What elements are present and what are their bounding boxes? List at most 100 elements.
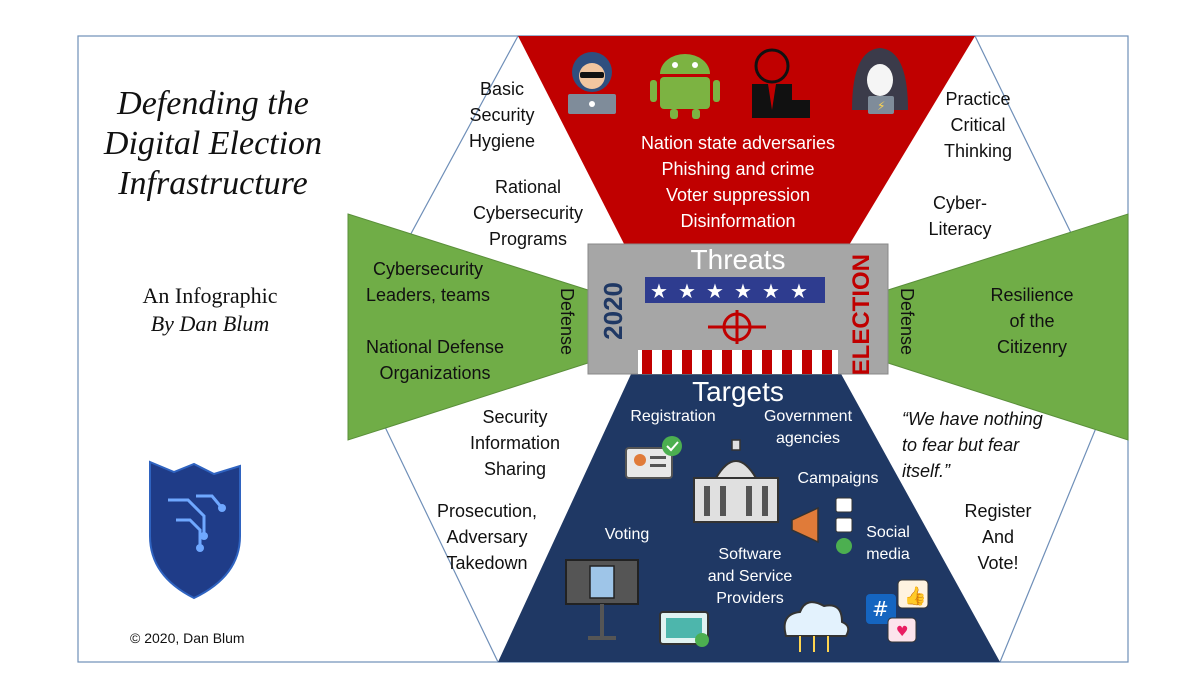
right-defense-label: Defense [897, 288, 917, 356]
social-media-icon: # 👍 ♥ [866, 579, 929, 643]
text-line: Sharing [483, 459, 547, 479]
title-line: Infrastructure [118, 165, 308, 202]
hacker-laptop-icon [568, 52, 616, 114]
text-line: Register [964, 501, 1032, 521]
subtitle: An Infographic [142, 283, 278, 308]
star-icon: ★ [790, 279, 808, 303]
svg-text:#: # [872, 597, 889, 621]
text-line: Adversary [446, 527, 528, 547]
copyright: © 2020, Dan Blum [130, 630, 245, 646]
flag-star-bar [645, 277, 825, 303]
threat-item: Disinformation [680, 211, 796, 231]
threat-item: Nation state adversaries [640, 133, 836, 153]
text-line: Security [469, 105, 535, 125]
right-quote: “We have nothing to fear but fear itself… [902, 406, 1082, 484]
voting-booth-icon [565, 559, 639, 640]
android-icon [650, 54, 720, 119]
left-hygiene: Basic Security Hygiene [452, 76, 552, 154]
shield-logo-icon [149, 460, 241, 600]
threats-heading: Threats [690, 244, 786, 275]
text-line: National Defense [365, 337, 505, 357]
text-line: And [981, 527, 1015, 547]
text-line: Cyber- [932, 193, 987, 213]
text-line: Providers [716, 590, 784, 607]
text-line: Security [482, 407, 548, 427]
megaphone-icon [791, 497, 853, 554]
cloud-network-icon [783, 601, 850, 652]
star-icon: ★ [762, 279, 780, 303]
text-line: Critical [950, 115, 1006, 135]
right-literacy: Cyber- Literacy [910, 190, 1010, 242]
text-line: Prosecution, [436, 501, 538, 521]
byline: By Dan Blum [150, 311, 270, 336]
target-social: Social media [856, 522, 920, 566]
right-register: Register And Vote! [948, 498, 1048, 576]
anonymous-hacker-icon: ⚡ [852, 48, 908, 114]
text-line: Leaders, teams [365, 285, 491, 305]
threat-item: Phishing and crime [661, 159, 815, 179]
text-line: and Service [707, 568, 793, 585]
target-registration: Registration [630, 408, 716, 425]
star-icon: ★ [734, 279, 752, 303]
text-line: Thinking [943, 141, 1013, 161]
subtitle-block: An Infographic By Dan Blum [110, 282, 310, 338]
target-software: Software and Service Providers [690, 544, 810, 610]
crosshair-icon [708, 310, 766, 344]
text-line: Organizations [379, 363, 491, 383]
text-line: Rational [494, 177, 562, 197]
svg-text:♥: ♥ [896, 624, 909, 640]
left-sharing: Security Information Sharing [450, 404, 580, 482]
text-line: Government [763, 408, 853, 425]
svg-text:⚡: ⚡ [877, 99, 885, 113]
text-line: Literacy [928, 219, 992, 239]
text-line: agencies [775, 430, 841, 447]
left-defense-label: Defense [557, 288, 577, 356]
right-resilience: Resilience of the Citizenry [972, 282, 1092, 360]
star-icon: ★ [706, 279, 724, 303]
left-leaders: Cybersecurity Leaders, teams [350, 256, 506, 308]
text-line: Software [718, 546, 782, 563]
election-label: ELECTION [848, 254, 875, 376]
star-icon: ★ [678, 279, 696, 303]
flag-stripes [638, 350, 838, 374]
threat-item: Voter suppression [665, 185, 811, 205]
text-line: Cybersecurity [472, 203, 584, 223]
text-line: media [866, 546, 910, 563]
text-line: “We have nothing [902, 409, 1043, 429]
year-label: 2020 [598, 282, 628, 340]
left-prosecution: Prosecution, Adversary Takedown [422, 498, 552, 576]
target-voting: Voting [604, 526, 650, 543]
text-line: Hygiene [468, 131, 536, 151]
right-critical: Practice Critical Thinking [928, 86, 1028, 164]
computer-monitor-icon [659, 611, 709, 647]
left-national: National Defense Organizations [350, 334, 520, 386]
capitol-building-icon [693, 439, 779, 523]
speaker-podium-icon [752, 48, 810, 118]
left-programs: Rational Cybersecurity Programs [460, 174, 596, 252]
target-government: Government agencies [752, 406, 864, 450]
text-line: Basic [479, 79, 524, 99]
flag-stars: ★ ★ ★ ★ ★ ★ [650, 279, 808, 303]
title-line: Defending the [117, 85, 309, 122]
text-line: Information [469, 433, 561, 453]
text-line: Vote! [977, 553, 1019, 573]
text-line: Cybersecurity [372, 259, 484, 279]
id-card-icon [625, 436, 682, 479]
text-line: Social [866, 524, 910, 541]
page-title: Defending the Digital Election Infrastru… [78, 84, 348, 204]
title-line: Digital Election [103, 125, 323, 162]
svg-text:👍: 👍 [904, 585, 926, 607]
text-line: Resilience [990, 285, 1074, 305]
target-campaigns: Campaigns [797, 470, 879, 487]
targets-heading: Targets [692, 376, 784, 407]
threat-list: Nation state adversaries Phishing and cr… [610, 130, 866, 234]
text-line: Programs [488, 229, 568, 249]
star-icon: ★ [650, 279, 668, 303]
text-line: Citizenry [996, 337, 1067, 357]
text-line: itself.” [902, 461, 951, 481]
text-line: of the [1009, 311, 1055, 331]
text-line: Takedown [446, 553, 528, 573]
text-line: Practice [945, 89, 1011, 109]
text-line: to fear but fear [902, 435, 1020, 455]
